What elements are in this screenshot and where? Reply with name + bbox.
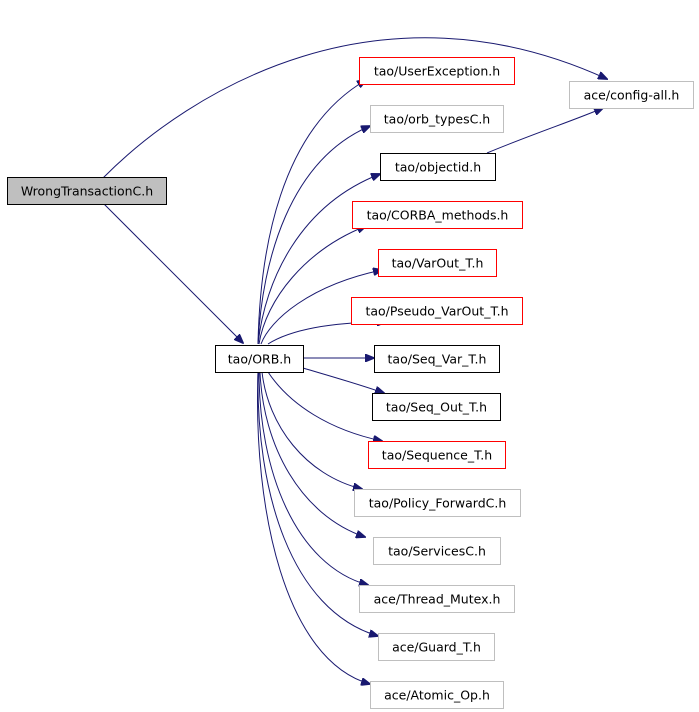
edge-orb-to-sequence bbox=[267, 371, 382, 441]
node-label: tao/Seq_Var_T.h bbox=[388, 352, 487, 367]
edge-objectid-to-config bbox=[486, 108, 603, 154]
node-pseudo[interactable]: tao/Pseudo_VarOut_T.h bbox=[351, 297, 523, 325]
nodes-layer: WrongTransactionC.h tao/ORB.h ace/config-a… bbox=[7, 57, 694, 709]
edge-orb-to-orbtypes bbox=[257, 126, 370, 345]
node-box bbox=[359, 57, 515, 85]
edge-orb-to-seqout bbox=[302, 367, 384, 393]
node-box bbox=[378, 633, 495, 661]
node-seqvar[interactable]: tao/Seq_Var_T.h bbox=[374, 345, 500, 373]
edge-orb-to-objectid bbox=[257, 174, 380, 345]
node-label: tao/Sequence_T.h bbox=[382, 448, 492, 463]
node-orbtypes[interactable]: tao/orb_typesC.h bbox=[370, 105, 504, 133]
node-corba[interactable]: tao/CORBA_methods.h bbox=[352, 201, 523, 229]
node-label: tao/objectid.h bbox=[395, 160, 481, 175]
node-box bbox=[215, 345, 304, 373]
node-label: tao/Policy_ForwardC.h bbox=[369, 496, 507, 511]
node-label: tao/VarOut_T.h bbox=[392, 256, 484, 271]
node-label: ace/Atomic_Op.h bbox=[384, 688, 490, 703]
node-label: tao/orb_typesC.h bbox=[384, 112, 490, 127]
node-sequence[interactable]: tao/Sequence_T.h bbox=[368, 441, 506, 469]
node-box bbox=[380, 153, 496, 181]
edge-orb-to-mutex bbox=[258, 371, 368, 585]
edge-orb-to-pseudo bbox=[267, 322, 386, 345]
node-label: ace/config-all.h bbox=[584, 88, 680, 103]
node-atomic[interactable]: ace/Atomic_Op.h bbox=[370, 681, 504, 709]
node-box bbox=[372, 393, 501, 421]
node-label: WrongTransactionC.h bbox=[21, 184, 153, 199]
edges-layer bbox=[102, 37, 607, 684]
node-mutex[interactable]: ace/Thread_Mutex.h bbox=[359, 585, 515, 613]
node-label: tao/Pseudo_VarOut_T.h bbox=[365, 304, 508, 319]
node-varout[interactable]: tao/VarOut_T.h bbox=[378, 249, 497, 277]
node-services[interactable]: tao/ServicesC.h bbox=[373, 537, 501, 565]
node-label: tao/Seq_Out_T.h bbox=[386, 400, 487, 415]
node-box bbox=[569, 81, 694, 109]
node-label: tao/UserException.h bbox=[374, 64, 500, 79]
edge-root-to-orb bbox=[102, 202, 243, 343]
node-orb[interactable]: tao/ORB.h bbox=[215, 345, 304, 373]
node-box bbox=[352, 201, 523, 229]
node-box bbox=[354, 489, 521, 517]
node-userexc[interactable]: tao/UserException.h bbox=[359, 57, 515, 85]
node-box bbox=[359, 585, 515, 613]
edge-orb-to-services bbox=[259, 371, 365, 537]
node-box bbox=[351, 297, 523, 325]
edge-orb-to-corba bbox=[258, 226, 366, 345]
edge-orb-to-userexc bbox=[257, 80, 366, 345]
node-policy[interactable]: tao/Policy_ForwardC.h bbox=[354, 489, 521, 517]
node-box bbox=[7, 177, 167, 205]
node-label: tao/ServicesC.h bbox=[388, 544, 486, 559]
node-box bbox=[370, 681, 504, 709]
edge-orb-to-atomic bbox=[257, 371, 370, 684]
edge-root-to-config bbox=[102, 37, 607, 179]
edge-orb-to-varout bbox=[260, 270, 382, 345]
node-label: ace/Guard_T.h bbox=[392, 640, 481, 655]
node-guard[interactable]: ace/Guard_T.h bbox=[378, 633, 495, 661]
node-box bbox=[368, 441, 506, 469]
node-config[interactable]: ace/config-all.h bbox=[569, 81, 694, 109]
node-root[interactable]: WrongTransactionC.h bbox=[7, 177, 167, 205]
node-objectid[interactable]: tao/objectid.h bbox=[380, 153, 496, 181]
edge-orb-to-policy bbox=[261, 371, 362, 489]
node-box bbox=[373, 537, 501, 565]
node-seqout[interactable]: tao/Seq_Out_T.h bbox=[372, 393, 501, 421]
edge-orb-to-guard bbox=[257, 371, 378, 636]
node-label: ace/Thread_Mutex.h bbox=[374, 592, 501, 607]
node-label: tao/CORBA_methods.h bbox=[367, 208, 509, 223]
node-label: tao/ORB.h bbox=[228, 352, 291, 367]
node-box bbox=[378, 249, 497, 277]
node-box bbox=[370, 105, 504, 133]
node-box bbox=[374, 345, 500, 373]
